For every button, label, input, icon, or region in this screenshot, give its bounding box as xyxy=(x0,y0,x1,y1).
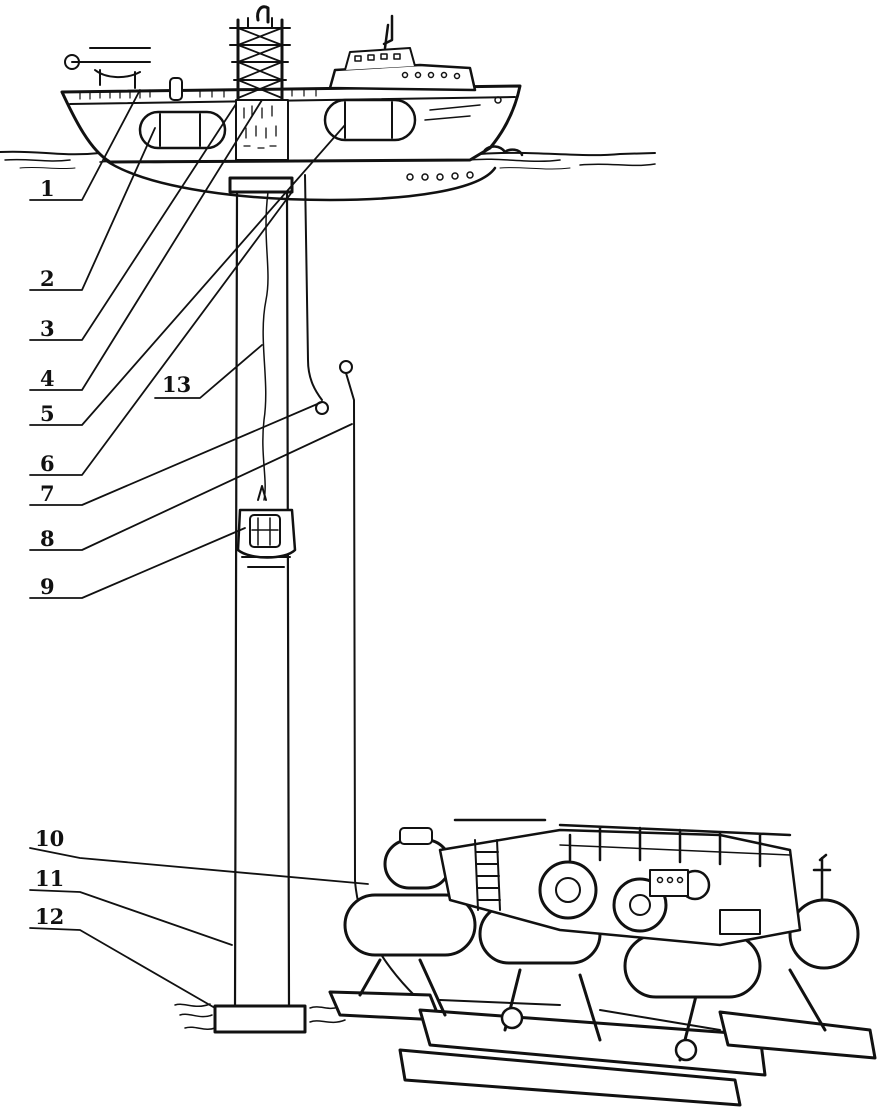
callout-12: 12 xyxy=(35,904,64,929)
callout-9: 9 xyxy=(40,574,55,599)
seabed-collector-vehicle xyxy=(328,818,877,1107)
pipe-gimbal-platform xyxy=(228,176,294,194)
callout-2: 2 xyxy=(40,266,55,291)
intermediate-buffer-station xyxy=(236,485,297,568)
callout-6: 6 xyxy=(40,451,55,476)
callout-8: 8 xyxy=(40,526,55,551)
ship-hull-underwater xyxy=(103,158,497,202)
helicopter-icon xyxy=(64,47,151,89)
derrick-tower xyxy=(229,5,291,161)
callout-13: 13 xyxy=(162,372,191,397)
ore-storage-tank-aft xyxy=(138,110,227,150)
callout-1: 1 xyxy=(40,176,55,201)
callout-leaders xyxy=(29,89,369,1009)
hull-portholes xyxy=(406,171,474,181)
callout-4: 4 xyxy=(40,366,55,391)
callout-7: 7 xyxy=(40,481,55,506)
power-cable xyxy=(262,191,269,501)
mining-ship xyxy=(60,14,524,202)
callout-10: 10 xyxy=(35,826,64,851)
callout-labels: 1 2 3 4 5 6 7 8 9 10 11 12 13 xyxy=(35,176,191,929)
ship-bridge xyxy=(328,14,477,92)
lift-pipe xyxy=(233,190,291,1012)
ore-storage-tank-fore xyxy=(323,98,417,142)
callout-11: 11 xyxy=(35,866,64,891)
seabed-foundation xyxy=(174,1003,346,1034)
callout-3: 3 xyxy=(40,316,55,341)
callout-5: 5 xyxy=(40,401,55,426)
